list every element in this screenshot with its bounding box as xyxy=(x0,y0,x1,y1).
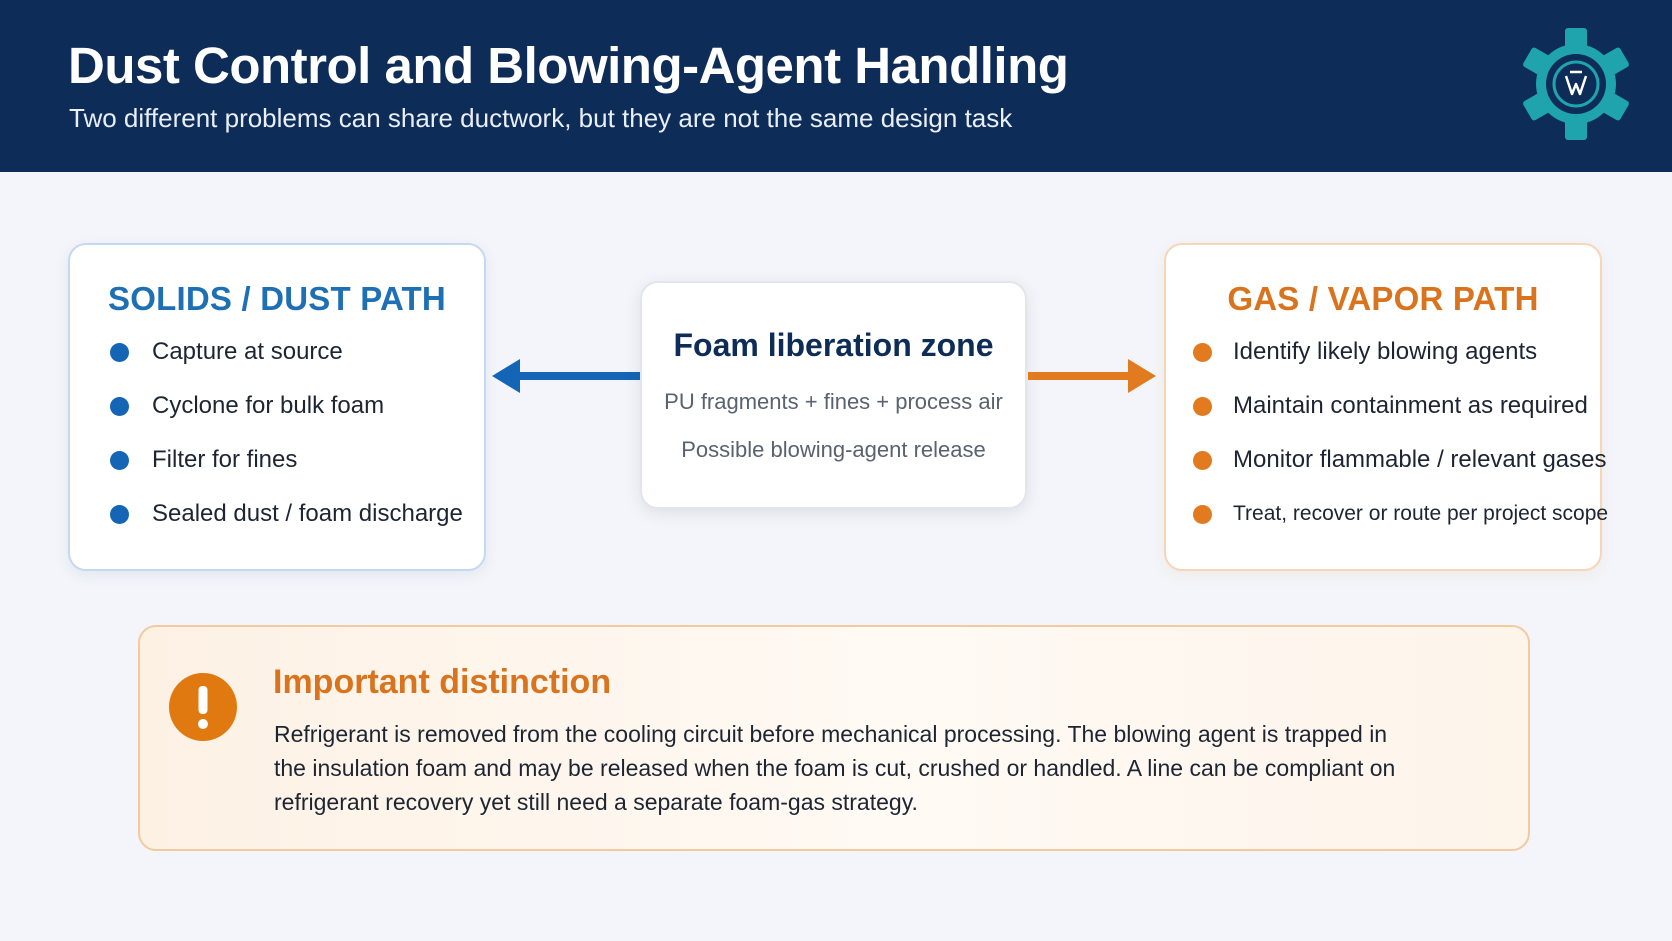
gas-vapor-path-card: GAS / VAPOR PATH Identify likely blowing… xyxy=(1164,243,1608,571)
list-item: Treat, recover or route per project scop… xyxy=(1193,499,1608,553)
list-item: Monitor flammable / relevant gases xyxy=(1193,445,1608,499)
bullet-dot-icon xyxy=(110,451,129,470)
list-item: Identify likely blowing agents xyxy=(1193,337,1608,391)
foam-liberation-zone-card: Foam liberation zone PU fragments + fine… xyxy=(640,281,1027,509)
callout-body-line: Refrigerant is removed from the cooling … xyxy=(274,721,1388,747)
list-item-label: Capture at source xyxy=(152,338,343,365)
left-arrow-icon xyxy=(492,359,642,393)
callout-body-line: the insulation foam and may be released … xyxy=(274,755,1396,781)
page-subtitle: Two different problems can share ductwor… xyxy=(69,103,1013,133)
list-item: Filter for fines xyxy=(110,445,463,499)
list-item: Maintain containment as required xyxy=(1193,391,1608,445)
liberation-zone-line1: PU fragments + fines + process air xyxy=(664,389,1003,414)
liberation-zone-title: Foam liberation zone xyxy=(673,327,994,363)
callout-body-line: refrigerant recovery yet still need a se… xyxy=(274,789,918,815)
gas-path-heading: GAS / VAPOR PATH xyxy=(1227,280,1539,317)
list-item-label: Treat, recover or route per project scop… xyxy=(1233,502,1609,525)
exclamation-warning-icon xyxy=(169,673,237,741)
gas-path-list: Identify likely blowing agents Maintain … xyxy=(1193,337,1608,553)
bullet-dot-icon xyxy=(1193,343,1212,362)
bullet-dot-icon xyxy=(1193,397,1212,416)
list-item-label: Sealed dust / foam discharge xyxy=(152,500,463,527)
solids-path-list: Capture at source Cyclone for bulk foam … xyxy=(110,337,463,553)
list-item-label: Maintain containment as required xyxy=(1233,392,1588,419)
list-item-label: Filter for fines xyxy=(152,446,298,473)
callout-title: Important distinction xyxy=(273,663,612,701)
solids-dust-path-card: SOLIDS / DUST PATH Capture at source Cyc… xyxy=(68,243,486,571)
bullet-dot-icon xyxy=(110,505,129,524)
bullet-dot-icon xyxy=(1193,451,1212,470)
bullet-dot-icon xyxy=(1193,505,1212,524)
header-banner: Dust Control and Blowing-Agent Handling … xyxy=(0,0,1672,172)
list-item: Capture at source xyxy=(110,337,463,391)
gear-logo-icon xyxy=(1523,28,1629,140)
page-title: Dust Control and Blowing-Agent Handling xyxy=(68,37,1069,94)
list-item-label: Monitor flammable / relevant gases xyxy=(1233,446,1607,473)
important-distinction-callout: Important distinction Refrigerant is rem… xyxy=(138,625,1530,851)
list-item: Sealed dust / foam discharge xyxy=(110,499,463,553)
bullet-dot-icon xyxy=(110,343,129,362)
liberation-zone-line2: Possible blowing-agent release xyxy=(681,437,986,462)
right-arrow-icon xyxy=(1028,359,1156,393)
list-item-label: Identify likely blowing agents xyxy=(1233,338,1538,365)
list-item: Cyclone for bulk foam xyxy=(110,391,463,445)
callout-body: Refrigerant is removed from the cooling … xyxy=(274,717,1434,819)
solids-path-heading: SOLIDS / DUST PATH xyxy=(108,280,446,317)
bullet-dot-icon xyxy=(110,397,129,416)
list-item-label: Cyclone for bulk foam xyxy=(152,392,385,419)
